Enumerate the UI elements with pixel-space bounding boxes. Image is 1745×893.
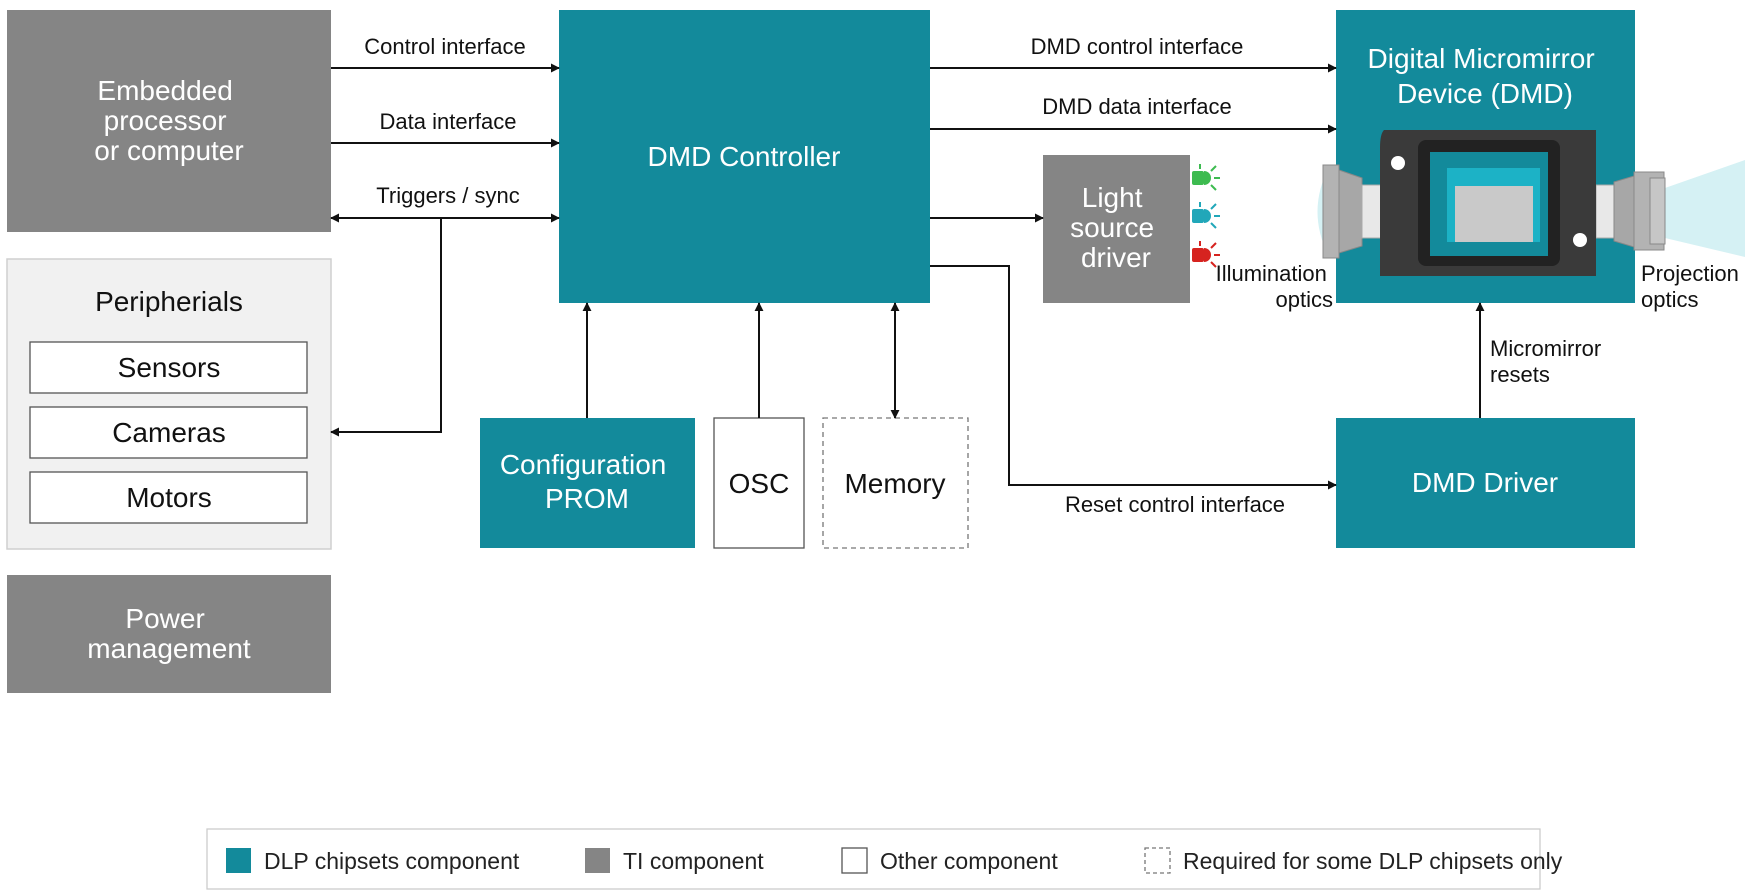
power-management-block: Power management xyxy=(7,575,331,693)
green-led-icon xyxy=(1192,164,1220,191)
embedded-processor-block: Embedded processor or computer xyxy=(7,10,331,232)
legend-item-dlp: DLP chipsets component xyxy=(226,848,520,874)
svg-text:Motors: Motors xyxy=(126,482,212,513)
motors-box: Motors xyxy=(29,471,308,524)
dmd-chip-icon xyxy=(1380,130,1596,276)
projection-lens-icon xyxy=(1595,171,1666,251)
peripherals-block: Peripherials Sensors Cameras Motors xyxy=(6,258,332,550)
svg-text:DMD Driver: DMD Driver xyxy=(1412,467,1558,498)
dmd-data-interface-label: DMD data interface xyxy=(1042,94,1232,119)
svg-text:TI component: TI component xyxy=(623,848,764,874)
projection-optics-label: Projection optics xyxy=(1641,261,1745,312)
svg-text:Other component: Other component xyxy=(880,848,1058,874)
svg-text:DMD Controller: DMD Controller xyxy=(648,141,841,172)
control-interface-label: Control interface xyxy=(364,34,525,59)
teal-led-icon xyxy=(1192,202,1220,229)
svg-text:Sensors: Sensors xyxy=(118,352,221,383)
legend-item-optional: Required for some DLP chipsets only xyxy=(1144,847,1563,874)
osc-block: OSC xyxy=(713,417,805,549)
light-source-driver-block: Light source driver xyxy=(1043,155,1190,303)
svg-text:OSC: OSC xyxy=(729,468,790,499)
svg-text:Required for some DLP chipsets: Required for some DLP chipsets only xyxy=(1183,848,1563,874)
svg-text:Memory: Memory xyxy=(844,468,945,499)
cameras-box: Cameras xyxy=(29,406,308,459)
svg-text:Cameras: Cameras xyxy=(112,417,226,448)
memory-block: Memory xyxy=(822,417,969,549)
legend-item-ti: TI component xyxy=(585,848,764,874)
svg-text:DLP chipsets component: DLP chipsets component xyxy=(264,848,520,874)
dmd-driver-block: DMD Driver xyxy=(1336,418,1635,548)
sensors-box: Sensors xyxy=(29,341,308,394)
svg-text:Configuration PROM: Configuration PROM xyxy=(500,449,674,514)
svg-text:Digital Micromirror Devi: Digital Micromirror Device (DMD) xyxy=(1368,43,1603,109)
micromirror-resets-label: Micromirror resets xyxy=(1490,336,1607,387)
legend: DLP chipsets component TI component Othe… xyxy=(206,828,1563,890)
illumination-optics-label: Illumination optics xyxy=(1216,261,1333,312)
illumination-lens-icon xyxy=(1317,164,1385,259)
triggers-sync-label: Triggers / sync xyxy=(376,183,519,208)
red-led-icon xyxy=(1192,241,1220,268)
reset-control-interface-arrow xyxy=(930,265,1337,490)
configuration-prom-block: Configuration PROM xyxy=(480,418,695,548)
data-interface-label: Data interface xyxy=(380,109,517,134)
reset-control-interface-label: Reset control interface xyxy=(1065,492,1285,517)
svg-text:Power management: Power management xyxy=(87,603,251,664)
projection-beam xyxy=(1665,160,1745,257)
svg-text:Embedded processor: Embedded processor or computer xyxy=(94,75,243,166)
legend-item-other: Other component xyxy=(841,847,1058,874)
dmd-control-interface-label: DMD control interface xyxy=(1031,34,1244,59)
triggers-to-peripherals-arrow xyxy=(330,218,442,437)
svg-text:Light source drive: Light source driver xyxy=(1070,182,1162,273)
dmd-controller-block: DMD Controller xyxy=(559,10,930,303)
peripherals-title: Peripherials xyxy=(95,286,243,317)
